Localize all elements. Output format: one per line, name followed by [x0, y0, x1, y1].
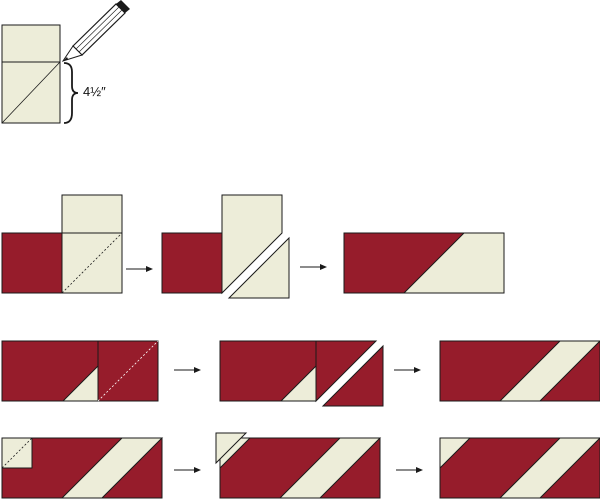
brace-icon [63, 62, 79, 124]
step-sew-second-corner [1, 340, 600, 407]
trimmed-corner-triangle [321, 344, 384, 407]
cream-rectangle-top [61, 194, 123, 234]
cream-rectangle-top [1, 24, 61, 63]
red-piece-sewn [315, 340, 378, 403]
cream-stripe [278, 437, 382, 499]
pencil-icon [61, 0, 130, 62]
arrow-right-icon [394, 367, 421, 373]
cream-stripe [60, 437, 164, 499]
red-square [161, 232, 223, 294]
red-square [97, 340, 159, 402]
stitch-line [1, 437, 33, 469]
cream-square [61, 232, 123, 294]
cream-corner-triangle [439, 437, 472, 470]
red-section [343, 232, 466, 294]
arrow-right-icon [174, 467, 201, 473]
step-sew-first-corner [1, 194, 505, 299]
arrow-right-icon [174, 367, 201, 373]
cream-piece-sewn [221, 194, 283, 295]
trimmed-corner-triangle [215, 432, 248, 465]
arrow-right-icon [300, 264, 327, 270]
step-mark-square [1, 0, 130, 124]
measurement-label: 4½″ [83, 84, 106, 99]
arrow-right-icon [396, 467, 423, 473]
drawn-diagonal-line [1, 61, 61, 124]
trimmed-corner-triangle [227, 236, 290, 299]
step-sew-third-corner [1, 432, 600, 499]
arrow-right-icon [126, 266, 153, 272]
cream-stripe [498, 437, 600, 499]
cream-stripe [498, 340, 600, 402]
red-square [1, 232, 63, 294]
